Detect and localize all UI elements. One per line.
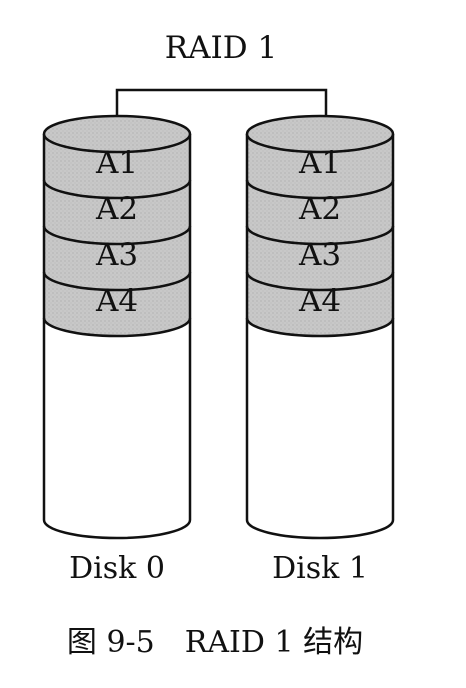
disk-0-block-1-label: A1 <box>95 145 138 181</box>
disk-1-band-divider <box>245 271 395 292</box>
mirror-connector <box>115 88 328 134</box>
disk-1-band-divider <box>245 179 395 200</box>
disk-0-bottom-edge <box>42 519 192 540</box>
disk-1-free-space <box>247 318 393 538</box>
disk-1-block-2-label: A2 <box>298 191 341 227</box>
disk-0-block-4-label: A4 <box>95 283 138 319</box>
disk-1-band-divider <box>245 317 395 338</box>
disk-0-block-3-label: A3 <box>95 237 138 273</box>
disk-0-top-surface <box>42 114 192 154</box>
disk-1-band-divider <box>245 225 395 246</box>
disk-1-block-4-label: A4 <box>298 283 341 319</box>
disk-0-label: Disk 0 <box>69 551 165 586</box>
disk-1-block-1-label: A1 <box>298 145 341 181</box>
disk-0-block-2-label: A2 <box>95 191 138 227</box>
diagram-title: RAID 1 <box>165 30 277 66</box>
disk-0-band-divider <box>42 179 192 200</box>
disk-0-free-space <box>44 318 190 538</box>
figure-caption: 图 9-5 RAID 1 结构 <box>67 625 363 660</box>
disk-0-band-divider <box>42 317 192 338</box>
disk-1-data-region <box>247 134 393 336</box>
disk-1-label: Disk 1 <box>272 551 368 586</box>
disk-1-bottom-edge <box>245 519 395 540</box>
disk-1-block-3-label: A3 <box>298 237 341 273</box>
disk-0-data-region <box>44 134 190 336</box>
disk-0-band-divider <box>42 225 192 246</box>
disk-1-top-surface <box>245 114 395 154</box>
disk-0-band-divider <box>42 271 192 292</box>
